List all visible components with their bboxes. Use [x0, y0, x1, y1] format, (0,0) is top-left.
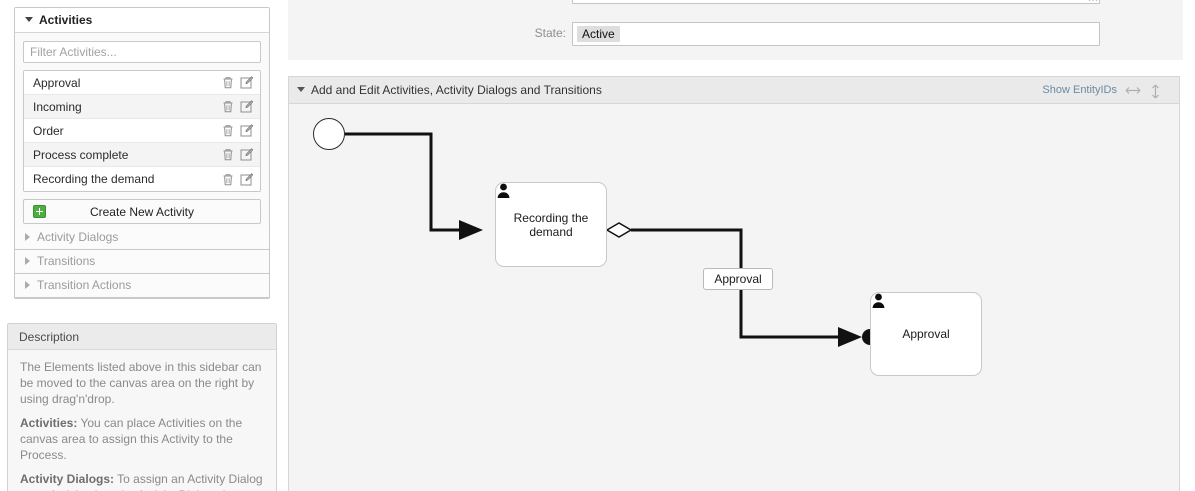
trash-icon[interactable] — [222, 148, 234, 161]
trash-icon[interactable] — [222, 76, 234, 89]
activities-widget-body: Approval Incoming — [15, 33, 269, 232]
description-body: The Elements listed above in this sideba… — [8, 350, 276, 491]
pencil-icon[interactable] — [240, 172, 253, 186]
caret-down-icon[interactable] — [297, 87, 305, 93]
description-widget: Description The Elements listed above in… — [7, 323, 277, 491]
activity-label: Recording the demand — [33, 172, 155, 186]
canvas-panel-title-text: Add and Edit Activities, Activity Dialog… — [311, 83, 602, 97]
transition-actions-title: Transition Actions — [37, 278, 132, 292]
activities-widget-title: Activities — [39, 13, 93, 27]
canvas-panel: Add and Edit Activities, Activity Dialog… — [288, 76, 1180, 491]
show-entity-ids-link[interactable]: Show EntityIDs — [1042, 84, 1117, 96]
create-new-activity-label: Create New Activity — [89, 204, 195, 219]
user-icon — [497, 183, 510, 198]
activity-dialogs-widget-header[interactable]: Activity Dialogs — [14, 226, 270, 250]
description-paragraph: The Elements listed above in this sideba… — [20, 360, 262, 406]
transitions-widget-header[interactable]: Transitions — [14, 250, 270, 274]
main-content: State: Active Add and Edit Activities, A… — [288, 0, 1195, 491]
trash-icon[interactable] — [222, 100, 234, 113]
description-paragraph: Activities: You can place Activities on … — [20, 416, 243, 462]
pencil-icon[interactable] — [240, 148, 253, 161]
caret-right-icon[interactable] — [25, 281, 30, 290]
user-icon — [872, 293, 885, 308]
activities-widget: Activities Approval Incoming — [14, 7, 270, 299]
filter-activities-input[interactable] — [23, 41, 261, 63]
create-new-activity-button[interactable]: Create New Activity — [23, 199, 261, 224]
diagram-connectors — [345, 132, 878, 347]
state-value: Active — [577, 26, 620, 42]
trash-icon[interactable] — [222, 124, 234, 137]
pencil-icon[interactable] — [240, 124, 253, 137]
caret-right-icon[interactable] — [25, 257, 30, 266]
caret-right-icon[interactable] — [25, 233, 30, 242]
activity-label: Order — [33, 123, 64, 138]
activity-label: Approval — [33, 75, 81, 90]
sidebar: Activities Approval Incoming — [0, 0, 288, 491]
description-textarea[interactable] — [572, 0, 1100, 4]
state-form-row: State: Active — [288, 22, 1183, 48]
description-paragraph: Activity Dialogs: To assign an Activity … — [20, 472, 263, 491]
transition-label-approval[interactable]: Approval — [703, 268, 773, 290]
list-item[interactable]: Incoming — [24, 95, 260, 119]
state-select[interactable]: Active — [572, 22, 1100, 46]
canvas-panel-title[interactable]: Add and Edit Activities, Activity Dialog… — [297, 77, 602, 104]
state-label: State: — [534, 26, 566, 40]
activity-label: Incoming — [33, 99, 82, 114]
list-item[interactable]: Approval — [24, 71, 260, 95]
textarea-resize-grip[interactable] — [1087, 0, 1098, 2]
plus-icon — [33, 205, 46, 218]
caret-down-icon[interactable] — [25, 17, 33, 23]
activities-list: Approval Incoming — [23, 70, 261, 192]
list-item[interactable]: Recording the demand — [24, 167, 260, 191]
description-title: Description — [8, 324, 276, 350]
activity-node-approval[interactable]: Approval — [870, 292, 982, 376]
pencil-icon[interactable] — [240, 76, 253, 89]
activity-node-label: Approval — [902, 327, 950, 341]
vertical-resize-icon[interactable] — [1150, 84, 1161, 99]
activities-widget-header[interactable]: Activities — [15, 8, 269, 33]
activity-dialogs-title: Activity Dialogs — [37, 230, 119, 244]
list-item[interactable]: Order — [24, 119, 260, 143]
horizontal-resize-icon[interactable] — [1125, 84, 1141, 97]
canvas-panel-header: Add and Edit Activities, Activity Dialog… — [289, 77, 1179, 104]
list-item[interactable]: Process complete — [24, 143, 260, 167]
transition-label-text: Approval — [714, 272, 762, 286]
trash-icon[interactable] — [222, 173, 234, 186]
transitions-title: Transitions — [37, 254, 96, 268]
start-event-node[interactable] — [313, 118, 345, 150]
transition-actions-widget-header[interactable]: Transition Actions — [14, 274, 270, 298]
process-form-area: State: Active — [288, 0, 1183, 60]
pencil-icon[interactable] — [240, 100, 253, 113]
activity-label: Process complete — [33, 147, 129, 162]
